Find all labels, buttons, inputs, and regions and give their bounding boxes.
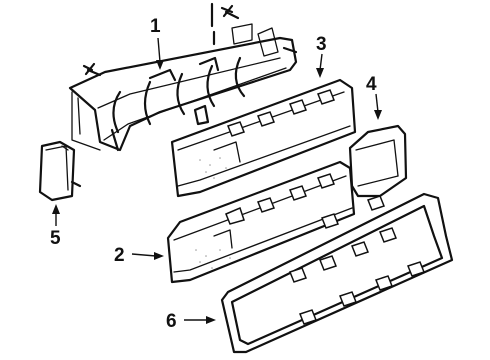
- bezel-frame: [220, 192, 454, 354]
- callout-2: 2: [114, 245, 125, 266]
- headlamp-housing: [68, 2, 298, 152]
- lower-lamp-lens: [166, 160, 356, 284]
- callout-5: 5: [50, 228, 61, 249]
- leader-line-3: [316, 53, 324, 78]
- leader-line-6: [184, 316, 216, 324]
- callout-4: 4: [366, 74, 377, 95]
- leader-line-1: [156, 37, 164, 70]
- leader-line-5: [52, 204, 60, 226]
- callout-3: 3: [316, 34, 327, 55]
- leader-line-4: [374, 93, 382, 120]
- side-marker-lamp: [348, 124, 408, 198]
- corner-reflector: [38, 140, 82, 202]
- callout-6: 6: [166, 311, 177, 332]
- leader-line-2: [131, 252, 164, 260]
- callout-1: 1: [150, 16, 161, 37]
- upper-lamp-lens: [170, 78, 357, 198]
